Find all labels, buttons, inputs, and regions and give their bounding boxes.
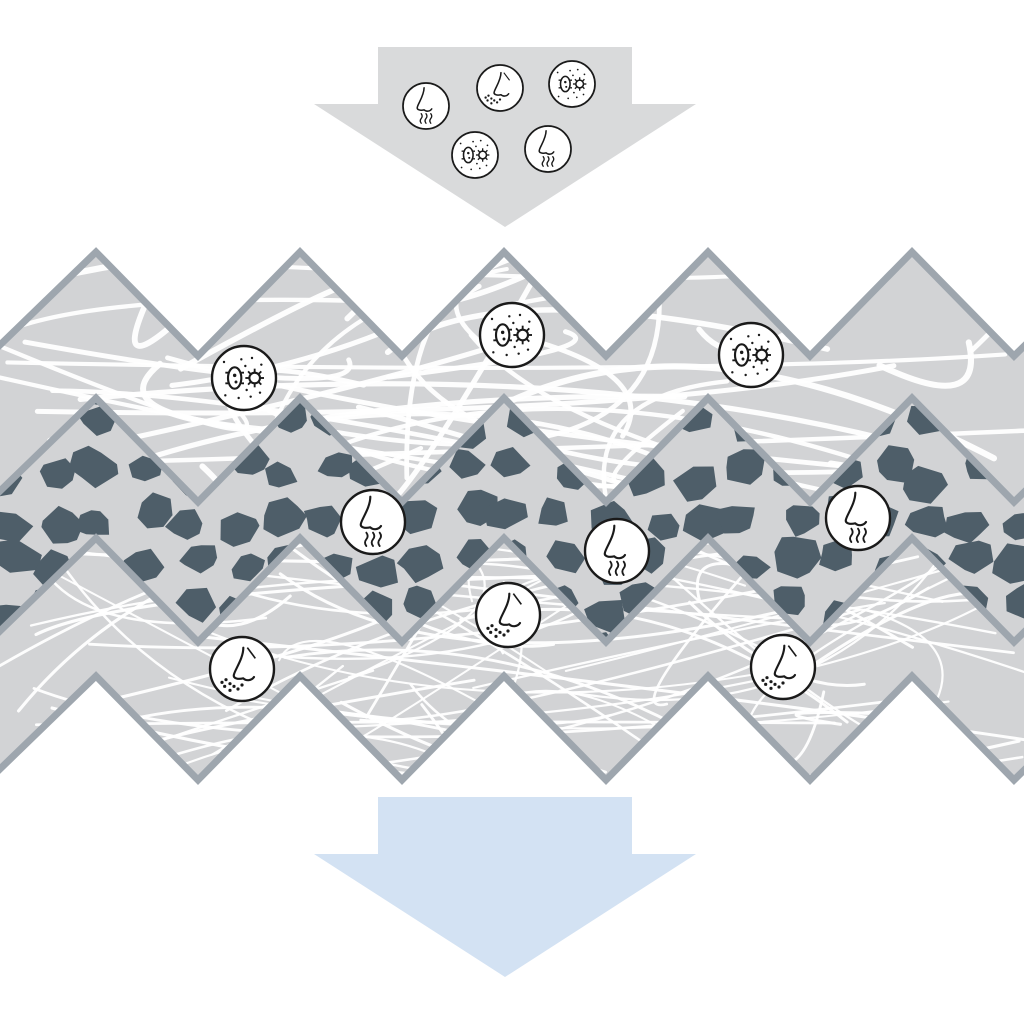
layer-border-line <box>0 533 1024 647</box>
pollutant-icons <box>208 60 892 703</box>
carbon-granule <box>877 445 915 483</box>
fiber-strand <box>0 252 878 253</box>
fiber-strand <box>34 363 897 416</box>
carbon-granule <box>77 406 117 436</box>
carbon-granule <box>449 449 486 479</box>
fiber-strand <box>512 333 634 439</box>
odor-icon <box>524 125 572 173</box>
odor-icon <box>583 517 651 585</box>
odor-icon <box>402 82 450 130</box>
fiber-strand <box>323 406 950 494</box>
carbon-granule <box>231 553 265 582</box>
carbon-granule <box>0 539 42 573</box>
carbon-granule <box>538 497 568 526</box>
carbon-granule <box>673 466 717 502</box>
carbon-granule <box>355 555 398 588</box>
carbon-granule <box>396 545 444 584</box>
fiber-strand <box>22 339 353 381</box>
carbon-granule <box>220 512 260 547</box>
fiber-strand <box>794 710 885 726</box>
carbon-granule <box>546 540 586 574</box>
carbon-granule <box>41 505 84 544</box>
carbon-granule <box>904 506 949 538</box>
dust-icon <box>476 64 524 112</box>
carbon-granule <box>726 449 765 485</box>
carbon-granule <box>75 510 110 535</box>
carbon-granule <box>903 465 948 504</box>
germs-icon <box>548 60 596 108</box>
carbon-granule <box>944 512 990 544</box>
layer-border-line <box>0 671 1024 785</box>
carbon-granule <box>483 498 528 530</box>
carbon-granule <box>137 492 173 529</box>
fiber-strand <box>335 298 662 447</box>
carbon-granule <box>774 536 822 579</box>
carbon-granule <box>175 587 217 623</box>
fiber-strand <box>397 347 925 475</box>
germs-icon <box>717 321 785 389</box>
germs-icon <box>451 131 499 179</box>
carbon-granule <box>682 504 725 542</box>
carbon-granule <box>263 497 307 538</box>
fiber-strand <box>5 352 1008 370</box>
carbon-granule <box>992 543 1024 584</box>
carbon-granule <box>265 461 298 488</box>
carbon-granule <box>948 540 994 574</box>
carbon-granule <box>1006 582 1024 620</box>
germs-icon <box>210 344 278 412</box>
carbon-granule <box>647 513 680 541</box>
dust-icon <box>208 635 276 703</box>
layer-border-line <box>0 247 1024 361</box>
carbon-granule <box>717 506 755 534</box>
carbon-granule <box>786 505 820 537</box>
carbon-granule <box>1002 513 1024 541</box>
fiber-strand <box>8 705 608 774</box>
carbon-granule <box>397 500 438 535</box>
fiber-strand <box>0 297 451 365</box>
layer-border-line <box>0 393 1024 507</box>
carbon-granule <box>303 505 342 538</box>
fiber-strand <box>386 329 579 380</box>
carbon-granule <box>39 458 76 489</box>
carbon-granule <box>68 445 119 489</box>
fiber-strand <box>0 344 249 432</box>
odor-icon <box>339 488 407 556</box>
dust-icon <box>474 581 542 649</box>
carbon-granule <box>165 509 203 540</box>
carbon-granule <box>490 447 531 478</box>
dust-icon <box>749 633 817 701</box>
carbon-granule <box>403 585 437 619</box>
carbon-granule <box>179 545 218 574</box>
fiber-strand <box>71 252 653 286</box>
carbon-granule <box>317 452 353 478</box>
outflow-arrow <box>314 797 696 977</box>
germs-icon <box>478 301 546 369</box>
odor-icon <box>824 484 892 552</box>
layer-borders <box>0 247 1024 785</box>
carbon-granule <box>0 511 34 543</box>
